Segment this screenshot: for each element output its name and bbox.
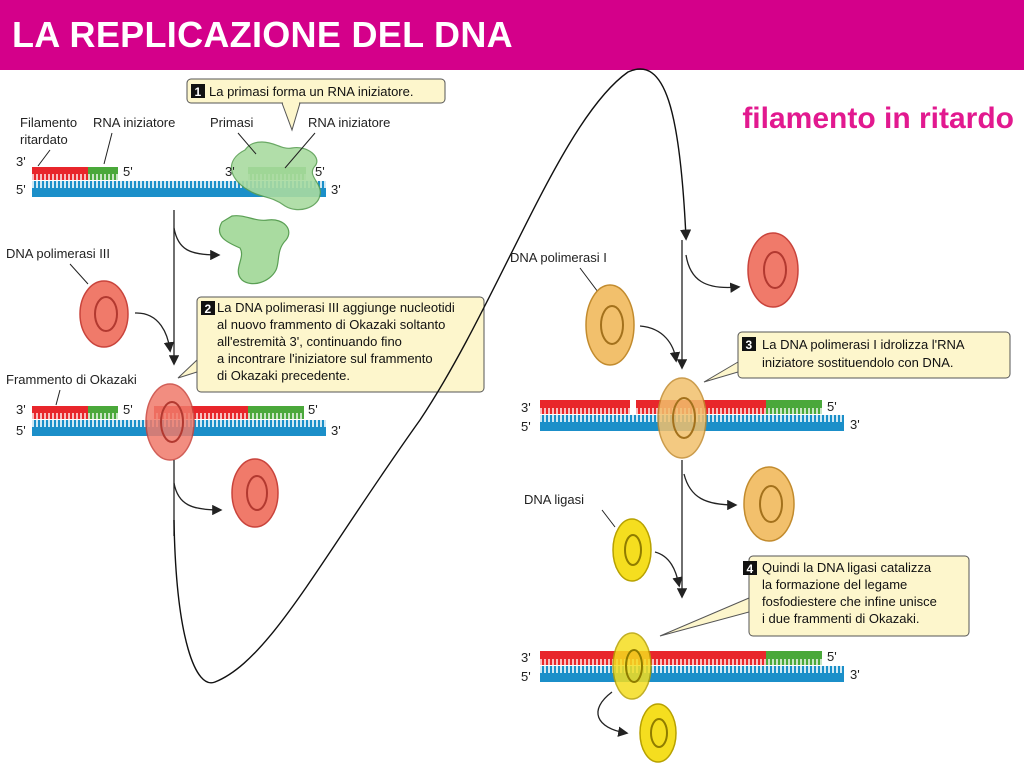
released-pol-iii-right (747, 232, 799, 308)
dna-ligase-label: DNA ligasi (524, 492, 584, 507)
end-5-label: 5' (315, 164, 325, 179)
end-3-label: 3' (331, 423, 341, 438)
released-pol-iii (231, 458, 279, 528)
end-5-label: 5' (123, 164, 133, 179)
end-5-label: 5' (521, 669, 531, 684)
step-2-callout: 2 La DNA polimerasi III aggiunge nucleot… (177, 296, 485, 393)
step-1-number: 1 (195, 85, 202, 99)
step-1-callout: 1 La primasi forma un RNA iniziatore. (186, 78, 446, 132)
binding-arrow (654, 551, 683, 588)
end-3-label: 3' (16, 402, 26, 417)
release-arrow (685, 254, 741, 293)
rna-primer-label-right: RNA iniziatore (308, 115, 390, 130)
step-2-number: 2 (205, 302, 212, 316)
step-2-line-1: La DNA polimerasi III aggiunge nucleotid… (217, 300, 455, 315)
end-5-label: 5' (827, 399, 837, 414)
step-4-line-1: Quindi la DNA ligasi catalizza (762, 560, 932, 575)
step-2-line-4: a incontrare l'iniziatore sul frammento (217, 351, 433, 366)
step-2-badge (201, 301, 215, 315)
rna-primer-label-left: RNA iniziatore (93, 115, 175, 130)
lagging-strand-label-line2: ritardato (20, 132, 68, 147)
end-5-label: 5' (308, 402, 318, 417)
dna-pol-i-label: DNA polimerasi I (510, 250, 607, 265)
release-arrow (597, 691, 629, 737)
dna-pol-iii-bound (145, 383, 195, 461)
step-2-line-2: al nuovo frammento di Okazaki soltanto (217, 317, 445, 332)
binding-arrow (134, 312, 175, 353)
step-4-line-3: fosfodiestere che infine unisce (762, 594, 937, 609)
end-5-label: 5' (521, 419, 531, 434)
step-4-callout: 4 Quindi la DNA ligasi catalizza la form… (659, 555, 970, 637)
step-4-badge (743, 561, 757, 575)
primase-shape (230, 141, 321, 211)
lagging-strand-label-line1: Filamento (20, 115, 77, 130)
stage-4-dna (540, 651, 844, 682)
okazaki-fragment-label: Frammento di Okazaki (6, 372, 137, 387)
end-5-label: 5' (123, 402, 133, 417)
page-title: LA REPLICAZIONE DEL DNA (12, 14, 513, 55)
step-2-line-5: di Okazaki precedente. (217, 368, 350, 383)
end-5-label: 5' (16, 423, 26, 438)
dna-ligase-bound (612, 632, 652, 700)
leader-line (601, 509, 616, 528)
end-5-label: 5' (16, 182, 26, 197)
step-1-text: La primasi forma un RNA iniziatore. (209, 84, 413, 99)
binding-arrow (639, 325, 681, 363)
primase-label: Primasi (210, 115, 253, 130)
dna-pol-iii-enzyme (79, 280, 129, 348)
release-arrow (173, 482, 223, 516)
end-3-label: 3' (521, 400, 531, 415)
step-3-badge (742, 337, 756, 351)
step-3-callout: 3 La DNA polimerasi I idrolizza l'RNA in… (703, 331, 1011, 383)
release-arrow (683, 473, 738, 511)
end-3-label: 3' (16, 154, 26, 169)
step-3-line-2: iniziatore sostituendolo con DNA. (762, 355, 954, 370)
end-3-label: 3' (521, 650, 531, 665)
end-3-label: 3' (331, 182, 341, 197)
end-5-label: 5' (827, 649, 837, 664)
leader-line (37, 149, 51, 167)
dna-pol-iii-label: DNA polimerasi III (6, 246, 110, 261)
dna-pol-i-bound (657, 377, 707, 459)
end-3-label: 3' (850, 417, 860, 432)
step-1-badge (191, 84, 205, 98)
released-pol-i (743, 466, 795, 542)
release-arrow (173, 227, 221, 261)
end-3-label: 3' (225, 164, 235, 179)
released-primase-shape (218, 215, 290, 285)
page-subtitle: filamento in ritardo (742, 102, 1014, 135)
leader-line (237, 132, 257, 155)
end-3-label: 3' (850, 667, 860, 682)
leader-line (284, 132, 316, 169)
leader-line (103, 132, 113, 165)
leader-line (55, 389, 61, 406)
connector-curve (173, 68, 692, 684)
dna-ligase-enzyme (612, 518, 652, 582)
leader-line (579, 267, 599, 293)
leader-line (69, 263, 89, 285)
step-2-line-3: all'estremità 3', continuando fino (217, 334, 402, 349)
title-bar (0, 0, 1024, 70)
dna-pol-i-enzyme (585, 284, 635, 366)
step-4-line-2: la formazione del legame (762, 577, 907, 592)
step-3-line-1: La DNA polimerasi I idrolizza l'RNA (762, 337, 965, 352)
step-4-line-4: i due frammenti di Okazaki. (762, 611, 920, 626)
step-4-number: 4 (747, 562, 754, 576)
step-3-number: 3 (746, 338, 753, 352)
released-ligase (639, 703, 677, 763)
